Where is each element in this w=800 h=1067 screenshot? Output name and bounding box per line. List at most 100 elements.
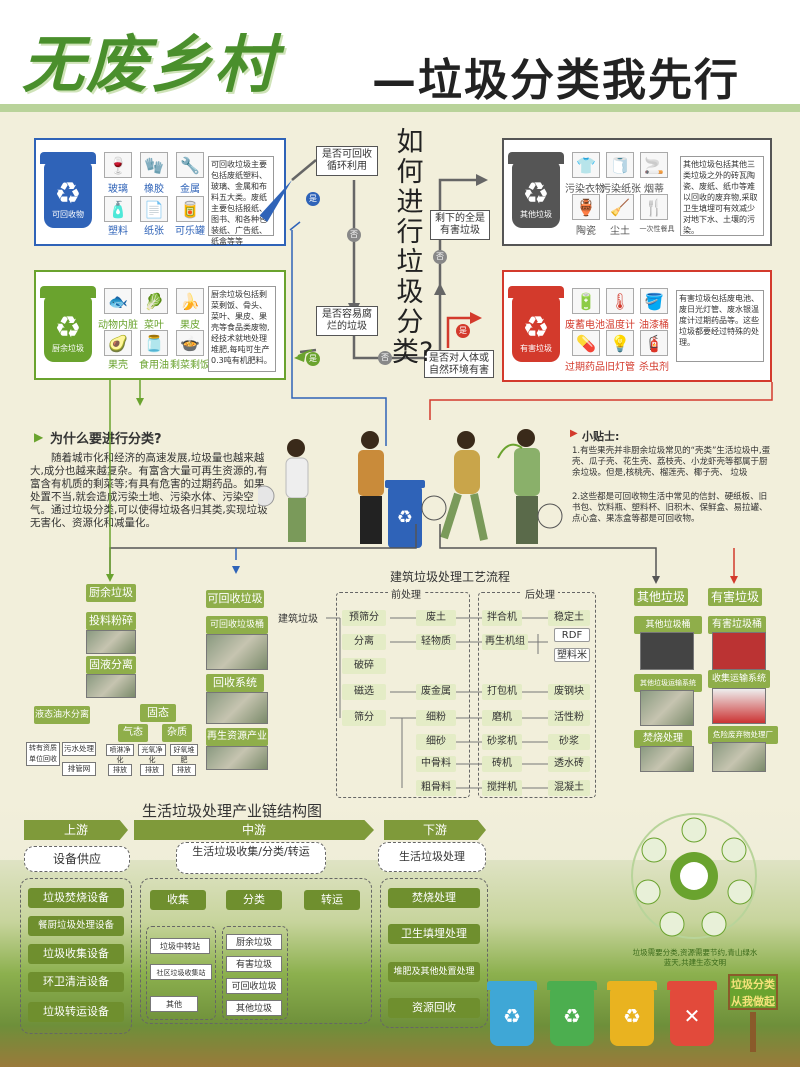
chain-mid-head: 生活垃圾收集/分类/转运 [176,842,326,874]
question-recyclable: 是否可回收循环利用 [316,146,378,176]
hazard-transport-photo [712,688,766,724]
glass-icon: 🍷 [104,152,132,178]
construction-product: RDF [554,628,590,642]
question-harmful: 是否对人体或自然环境有害 [424,350,494,378]
kitchen-liquid-recycle: 转有资质单位回收 [26,742,60,766]
no-badge: 否 [347,228,361,242]
construction-product: 塑料米 [554,648,590,662]
why-arrow-icon: ▶ [34,430,44,444]
recycle-icon: ♻ [54,176,82,212]
industry-photo [206,746,268,770]
decision-flow-lines [259,159,488,364]
chain-title: 生活垃圾处理产业链结构图 [142,802,323,820]
svg-text:♻: ♻ [397,507,413,528]
other-flow-head: 其他垃圾 [634,588,688,606]
question-perishable: 是否容易腐烂的垃圾 [316,306,378,336]
tissue-icon: 🧻 [606,152,634,178]
page-title: 无废乡村 [22,28,279,101]
construction-machine: 打包机 [482,684,522,700]
process-lines [106,230,773,584]
hazard-plant-photo [712,742,766,772]
hazard-flow-bin: 有害垃圾桶 [708,616,766,634]
eco-circle-text: 垃圾需要分类,资源需要节约,青山绿水蓝天,共建生态文明 [632,948,758,967]
chain-mid-left-item: 其他 [150,996,198,1012]
construction-machine: 再生机组 [482,634,528,650]
construction-product: 稳定土 [548,610,590,626]
other-transport-photo [640,690,694,726]
tips-title: 小贴士: [582,430,620,443]
recycle-icon: ✕ [683,1004,701,1028]
tips-paragraph-2: 2.这些都是可回收物生活中常见的信封、硬纸板、旧书包、饮料瓶、塑料杯、旧积木、保… [572,492,768,524]
chain-up-head: 设备供应 [24,846,130,872]
metal-icon: 🔧 [176,152,204,178]
shirt-icon: 👕 [572,152,600,178]
leaf-icon: 🥬 [140,288,168,314]
construction-product: 活性粉 [548,710,590,726]
other-desc: 其他垃圾包括其他三类垃圾之外的砖瓦陶瓷、废纸、纸巾等难以回收的废弃物,采取卫生填… [680,156,764,236]
people-illustration: ♻ [258,429,563,548]
cutlery-icon: 🍴 [640,194,668,220]
green-bin-decoration: ♻ [547,981,597,1046]
hazard-flow-head: 有害垃圾 [708,588,762,606]
construction-machine: 砖机 [482,756,522,772]
construction-step: 筛分 [342,710,386,726]
chain-mid-step: 收集 [150,890,206,910]
kitchen-emit-2: 排放 [140,764,164,776]
yes-badge: 是 [306,352,320,366]
chain-up-item: 环卫清洁设备 [28,972,124,992]
remaining-note: 剩下的全是有害垃圾 [430,210,490,240]
recycle-flow-bin: 可回收垃圾桶 [206,616,268,634]
kitchen-flow-solid: 固态 [140,704,176,722]
construction-product: 透水砖 [548,756,590,772]
recycle-icon: ♻ [54,310,82,346]
fish-bone-icon: 🐟 [104,288,132,314]
chain-mid-left-item: 社区垃圾收集站 [150,964,212,980]
kitchen-flow-separate: 固液分离 [86,656,136,674]
kitchen-liquid-pipe: 排管网 [62,762,96,776]
red-bin-decoration: ✕ [667,981,717,1046]
construction-material: 废金属 [416,684,456,700]
page-subtitle: —垃圾分类我先行 [372,55,740,106]
chain-mid-step: 转运 [304,890,360,910]
recycle-system-photo [206,692,268,724]
construction-material: 废土 [416,610,456,626]
slogan-sign: 垃圾分类 从我做起 [728,974,778,1010]
recycle-icon: ♻ [563,1004,581,1028]
thermometer-icon: 🌡 [606,288,634,314]
recyclable-bin: ♻ 可回收物 [40,152,96,228]
kitchen-flow-head: 厨余垃圾 [86,584,136,602]
construction-material: 细砂 [416,734,456,750]
rubber-icon: 🧤 [140,152,168,178]
yellow-bin-decoration: ♻ [607,981,657,1046]
recycle-icon: ♻ [522,310,550,346]
construction-step: 破碎 [342,658,386,674]
construction-pre-label: 前处理 [388,586,424,601]
chain-down-box [380,878,488,1028]
kitchen-spray: 喷淋净化 [106,744,134,764]
hazard-flow-transport: 收集运输系统 [708,670,770,688]
recycle-flow-system: 回收系统 [206,674,264,692]
other-flow-bin: 其他垃圾桶 [634,616,702,634]
chain-down-head: 生活垃圾处理 [378,842,486,872]
why-title: 为什么要进行分类? [50,432,162,447]
yes-badge: 是 [456,324,470,338]
chain-up-item: 垃圾转运设备 [28,1002,124,1022]
chain-up-item: 餐厨垃圾处理设备 [28,916,124,936]
construction-input: 建筑垃圾 [278,614,318,625]
kitchen-impurity: 杂质 [162,724,192,742]
peel-icon: 🍌 [176,288,204,314]
insecticide-icon: 🧯 [640,330,668,356]
can-icon: 🥫 [176,196,204,222]
construction-product: 混凝土 [548,780,590,796]
construction-material: 粗骨料 [416,780,456,796]
construction-step: 分离 [342,634,386,650]
other-flow-incinerate: 焚烧处理 [634,730,692,748]
kitchen-compost: 好氧堆肥 [170,744,198,764]
recyclable-desc: 可回收垃圾主要包括废纸塑料、玻璃、金属和布料五大类。废纸主要包括报纸、图书、和各… [208,156,274,246]
hazardous-bin: ♻ 有害垃圾 [508,286,564,362]
chain-mid-right-item: 有害垃圾 [226,956,282,972]
construction-title: 建筑垃圾处理工艺流程 [390,570,511,584]
kitchen-flow-liquid: 液态油水分离 [34,706,90,724]
chain-up-box [20,878,132,1034]
construction-material: 轻物质 [416,634,456,650]
